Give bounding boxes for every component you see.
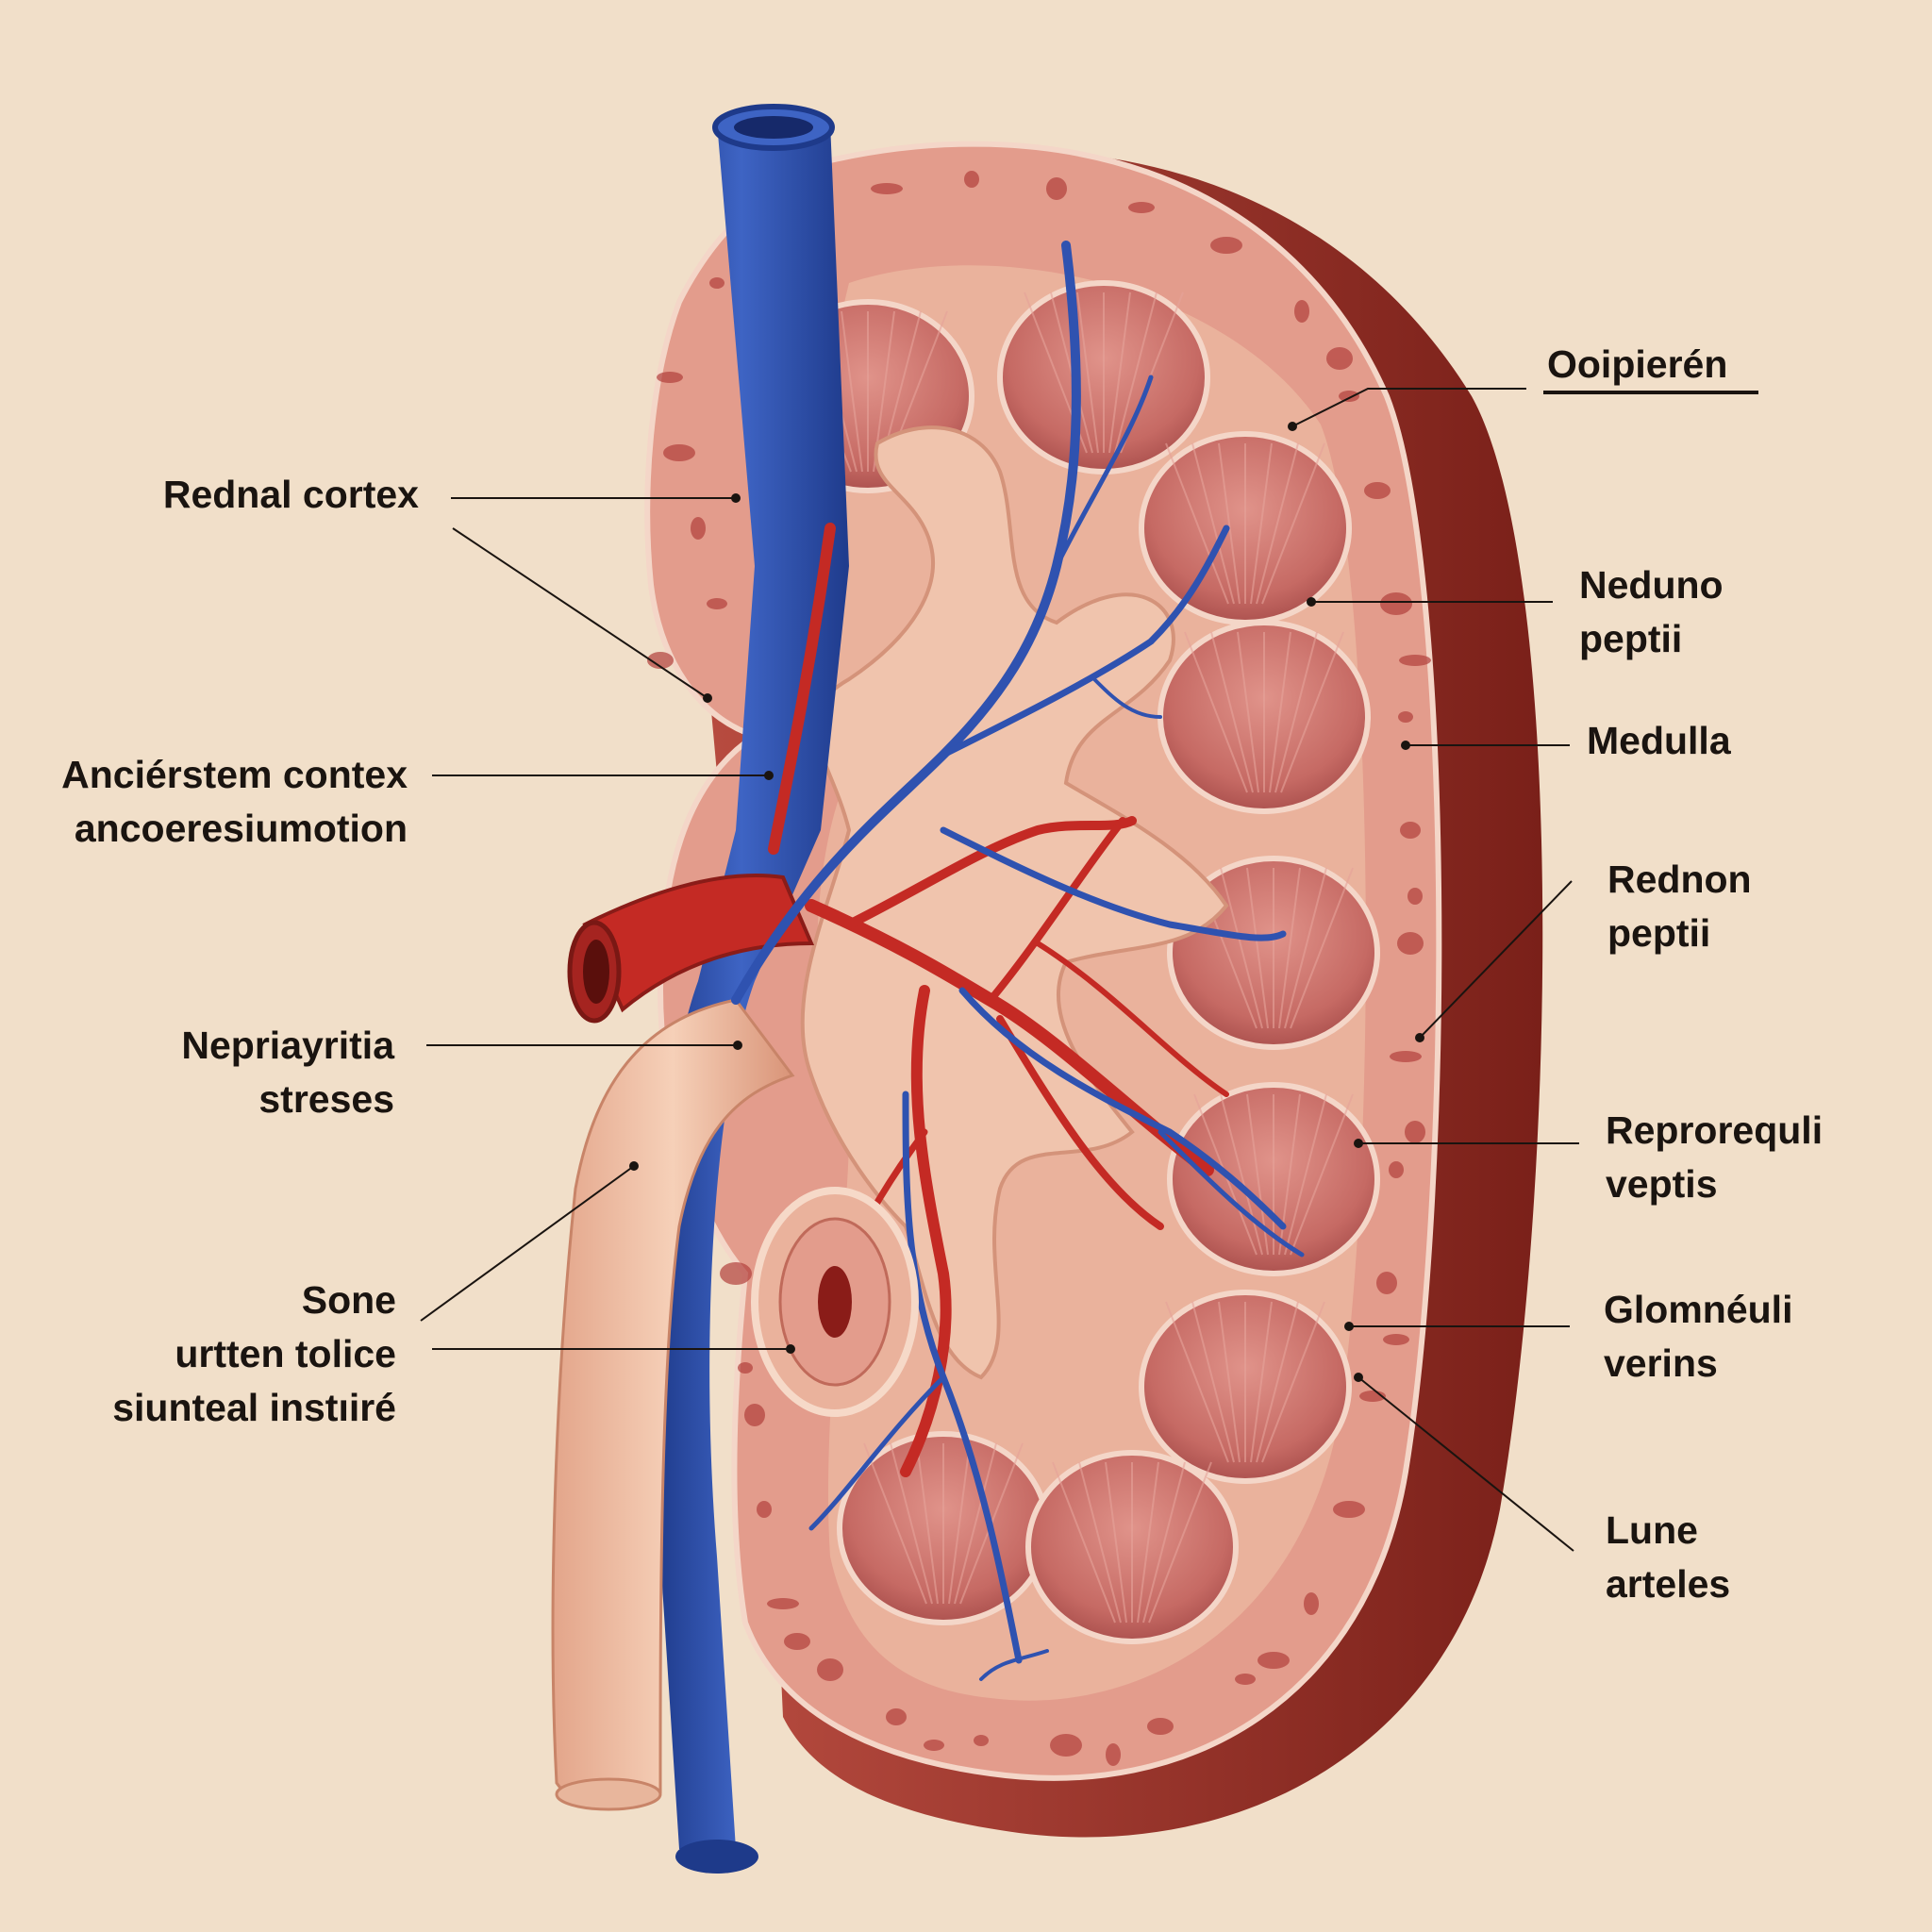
leader-line [1307,597,1553,607]
vein-branch [940,826,1287,941]
label-renal-cortex: Rednal cortex [162,473,419,516]
leader-line [1354,1139,1579,1148]
leader-line [420,1161,639,1322]
label-medulla: Medulla [1587,719,1731,762]
label-sone: Sone urtten tolice siunteal instıiré [112,1278,396,1429]
artery-branch [987,817,1126,1004]
label-ooipieren: Ooipierén [1547,342,1728,386]
label-glomneuli: Glomnéuli verins [1604,1288,1793,1385]
vein-branch [731,241,1081,1005]
renal-vein-vessel [653,123,849,1849]
leader-line [1288,388,1526,431]
leader-lines [420,388,1579,1552]
label-lune: Lune arteles [1606,1508,1731,1606]
artery-branch [768,523,836,855]
artery-branch [1035,941,1229,1097]
title-underline [1543,391,1758,394]
vein-branches [731,241,1305,1681]
vein-bottom-opening [675,1840,758,1874]
leader-line [1354,1373,1574,1552]
vein-branch [1158,1129,1305,1257]
leader-line [1415,880,1573,1042]
pyramid [1158,620,1371,814]
artery-branch [900,985,952,1477]
leader-line [451,493,741,503]
leader-line [1344,1322,1570,1331]
label-neduno: Neduno peptii [1579,563,1724,660]
vein-branch [958,987,1287,1230]
leader-line [432,771,774,780]
leader-line [1401,741,1570,750]
pyramid [1139,431,1352,625]
artery-branch [844,816,1137,929]
vessel-cross-section [751,1187,919,1417]
vein-branch [1092,677,1162,719]
vein-branch [979,1649,1049,1681]
renal-artery-vessel [582,874,815,1013]
label-nepriayritia: Nepriayritia streses [181,1024,394,1121]
leader-line [432,1344,795,1354]
pyramid [1025,1450,1239,1644]
label-ancierstem: Anciérstem contex ancoeresiumotion [61,753,408,850]
label-reprorequli: Reprorequli veptis [1606,1108,1824,1206]
leader-line [452,527,712,703]
artery-branches [768,523,1229,1477]
vein-branch [808,1374,946,1531]
pyramid [1167,1082,1380,1276]
cortex-texture [647,171,1431,1766]
pyramid [1139,1290,1352,1484]
vein-branch [940,525,1230,758]
label-rednon: Rednon peptii [1607,858,1752,955]
artery-branch [996,1015,1164,1230]
leader-line [426,1041,742,1050]
pyramid [997,280,1210,475]
vein-branch [1054,375,1154,569]
